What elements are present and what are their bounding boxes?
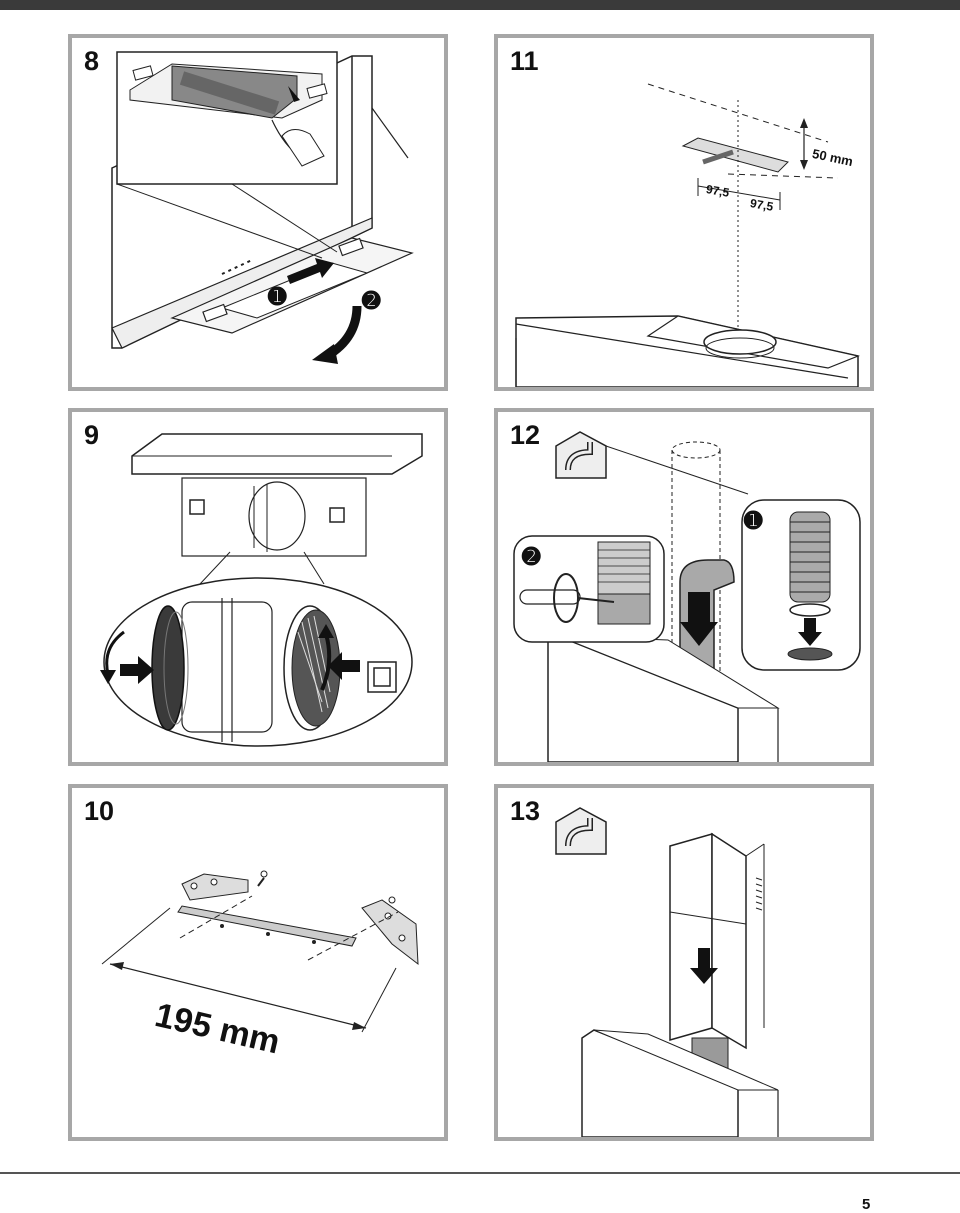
- step-11-illustration: [515, 83, 861, 387]
- step-number: 12: [510, 420, 541, 450]
- step-12-illustration: [513, 431, 861, 762]
- step-13-panel: 13: [494, 784, 874, 1141]
- step-8-panel: 8 ➊ ➋: [68, 34, 448, 391]
- step-number: 9: [84, 420, 100, 450]
- step-11-panel: 11 50 mm 97,5 97,5: [494, 34, 874, 391]
- step-number: 11: [510, 46, 539, 76]
- callout-1: ➊: [268, 284, 287, 309]
- callout-2: ➋: [362, 288, 381, 313]
- step-number: 8: [84, 46, 100, 76]
- step-8-illustration: [111, 51, 414, 364]
- step-number: 13: [510, 796, 541, 826]
- top-bar: [0, 0, 960, 10]
- step-9-panel: 9: [68, 408, 448, 766]
- step-10-panel: 10 195 mm: [68, 784, 448, 1141]
- step-12-panel: 12: [494, 408, 874, 766]
- step-9-illustration: [100, 433, 423, 747]
- page-number: 5: [862, 1196, 871, 1213]
- house-outlet-icon: [555, 431, 607, 479]
- house-outlet-icon: [555, 807, 607, 855]
- callout-1: ➊: [744, 508, 763, 533]
- step-number: 10: [84, 796, 115, 826]
- footer-rule: [0, 1172, 960, 1174]
- callout-2: ➋: [522, 544, 541, 569]
- step-13-illustration: [555, 807, 779, 1137]
- step-10-illustration: [101, 870, 419, 1033]
